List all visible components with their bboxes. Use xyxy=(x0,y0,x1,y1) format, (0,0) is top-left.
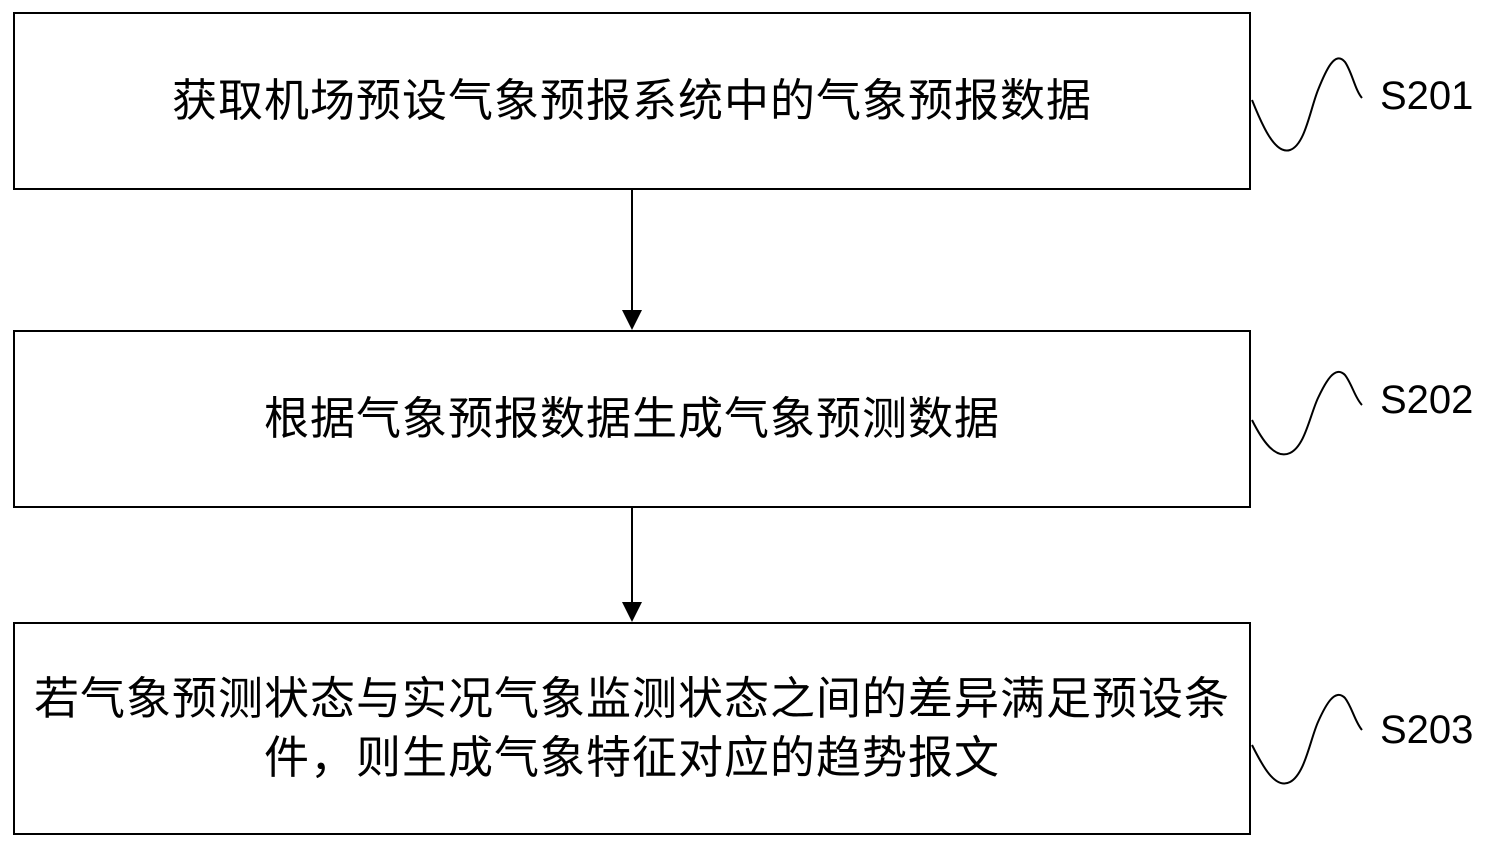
squiggle-leader-s201 xyxy=(1251,57,1363,152)
step-text-s202: 根据气象预报数据生成气象预测数据 xyxy=(263,391,1000,445)
arrowhead-2 xyxy=(622,602,642,622)
squiggle-leader-s203 xyxy=(1251,694,1363,785)
step-label-s203: S203 xyxy=(1380,708,1474,752)
step-label-s201: S201 xyxy=(1380,74,1474,118)
step-box-s202: 根据气象预报数据生成气象预测数据 xyxy=(13,330,1251,508)
arrowhead-1 xyxy=(622,310,642,330)
step-box-s201: 获取机场预设气象预报系统中的气象预报数据 xyxy=(13,12,1251,190)
step-text-s203: 若气象预测状态与实况气象监测状态之间的差异满足预设条件，则生成气象特征对应的趋势… xyxy=(33,672,1230,784)
step-text-s201: 获取机场预设气象预报系统中的气象预报数据 xyxy=(171,73,1092,127)
step-box-s203: 若气象预测状态与实况气象监测状态之间的差异满足预设条件，则生成气象特征对应的趋势… xyxy=(13,622,1251,835)
step-label-s202: S202 xyxy=(1380,378,1474,422)
squiggle-leader-s202 xyxy=(1251,370,1363,456)
